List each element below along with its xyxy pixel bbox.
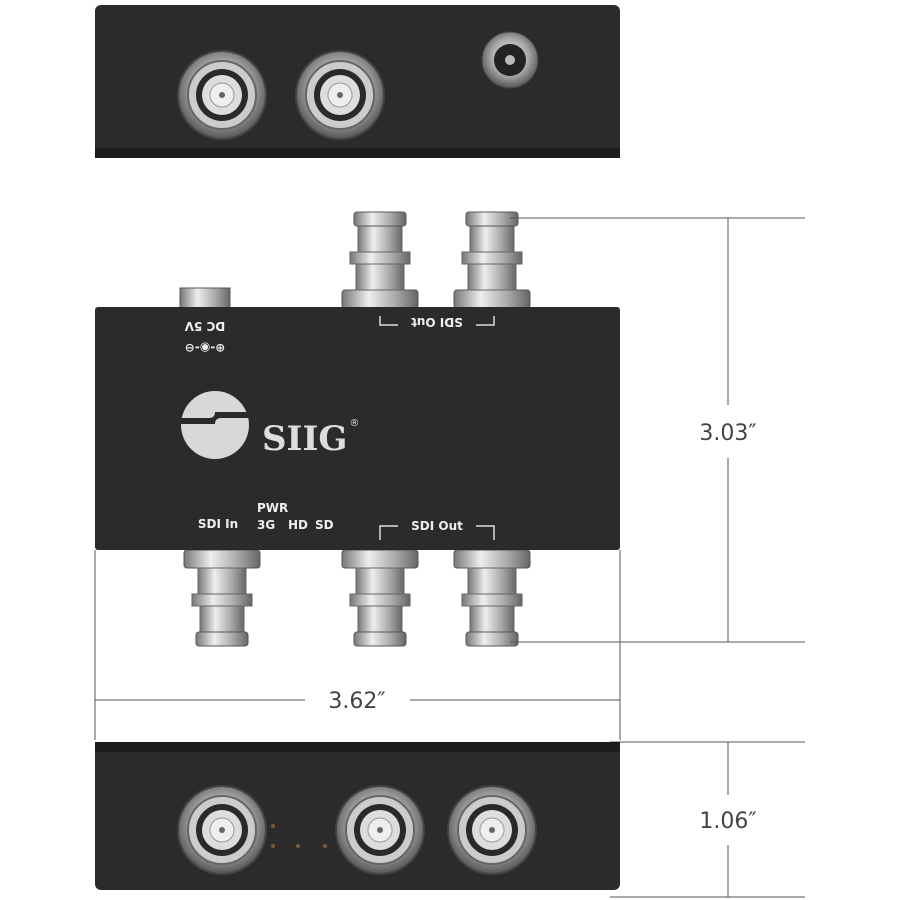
bnc-connector bbox=[183, 549, 261, 647]
svg-text:SIIG: SIIG bbox=[262, 419, 347, 459]
bnc-connector bbox=[447, 785, 537, 875]
sdi-out-top-label: SDI Out bbox=[411, 315, 463, 329]
dc-jack bbox=[179, 287, 231, 309]
led-indicator bbox=[271, 844, 275, 848]
bnc-connector bbox=[177, 785, 267, 875]
dc-polarity-label: ⊕-◉-⊖ bbox=[185, 341, 226, 355]
sdi-out-bottom-label: SDI Out bbox=[411, 519, 463, 533]
bnc-connector bbox=[453, 211, 531, 309]
bnc-connector bbox=[335, 785, 425, 875]
led-3g-label: 3G bbox=[257, 518, 275, 532]
bottom-view bbox=[95, 742, 620, 890]
led-indicator bbox=[271, 824, 275, 828]
svg-text:®: ® bbox=[349, 418, 359, 429]
bnc-connector bbox=[453, 549, 531, 647]
bnc-connector bbox=[295, 50, 385, 140]
dc-label: DC 5V bbox=[184, 319, 225, 333]
dimension-lines bbox=[94, 217, 805, 898]
width-dimension: 3.62″ bbox=[328, 689, 385, 714]
dc-jack bbox=[481, 31, 539, 89]
bnc-connector bbox=[341, 211, 419, 309]
led-hd-label: HD bbox=[288, 518, 308, 532]
led-sd-label: SD bbox=[315, 518, 334, 532]
pwr-label: PWR bbox=[257, 501, 288, 515]
bnc-connector bbox=[177, 50, 267, 140]
led-indicator bbox=[323, 844, 327, 848]
depth-dimension: 1.06″ bbox=[699, 809, 756, 834]
sdi-in-label: SDI In bbox=[198, 517, 238, 531]
top-view bbox=[95, 5, 620, 158]
front-view: ⊕-◉-⊖ DC 5V SDI Out SIIG ® SDI In PWR 3G… bbox=[95, 211, 620, 647]
bnc-connector bbox=[341, 549, 419, 647]
siig-logo: SIIG ® bbox=[181, 391, 359, 459]
height-dimension: 3.03″ bbox=[699, 421, 756, 446]
led-indicator bbox=[296, 844, 300, 848]
